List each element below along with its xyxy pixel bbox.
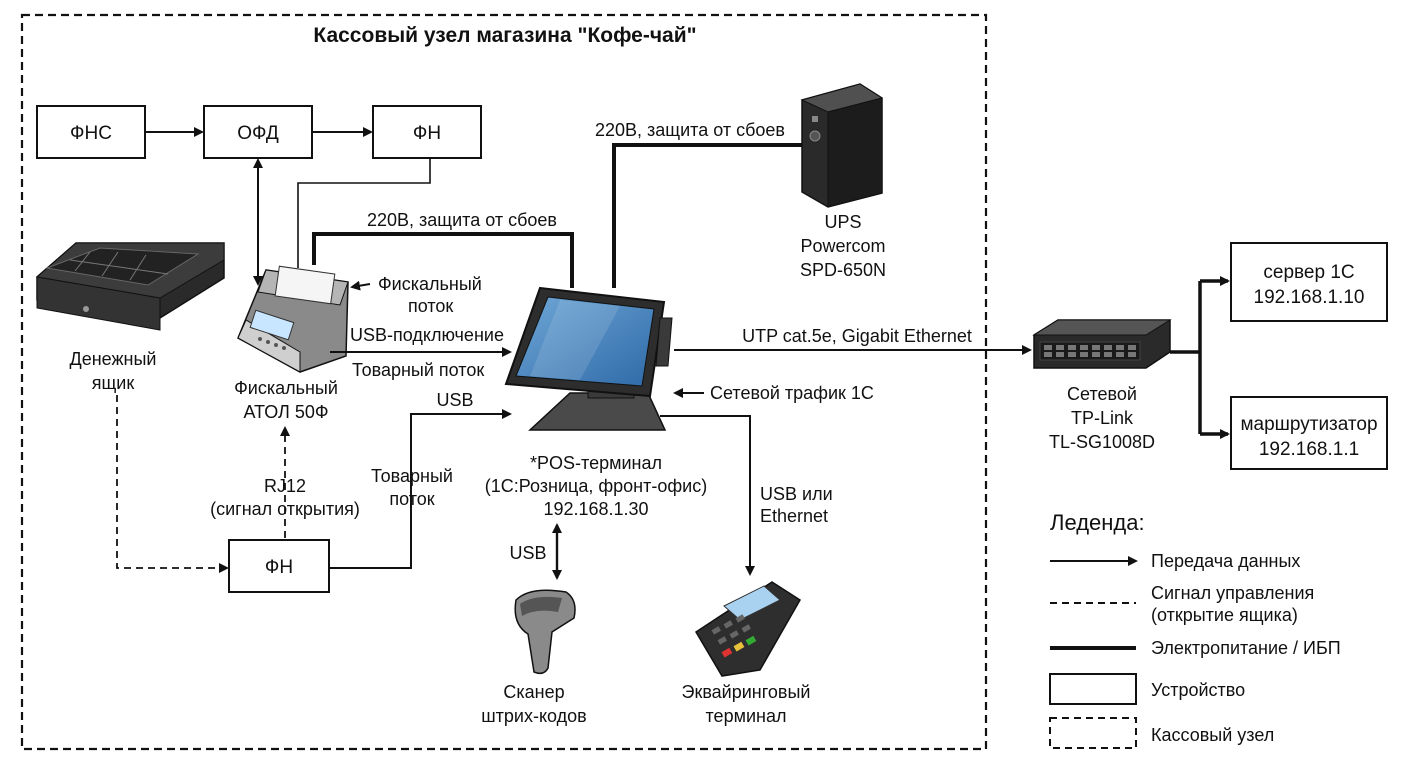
server-box — [1230, 242, 1388, 322]
goods-flow-fn-label-1: Товарный — [371, 466, 453, 486]
switch-label-1: Сетевой — [1067, 384, 1137, 404]
acquiring-label-1: Эквайринговый — [682, 682, 811, 702]
rj12-label-1: RJ12 — [264, 476, 306, 496]
power-ups-pos-label: 220В, защита от сбоев — [595, 120, 785, 140]
fns-box-label: ФНС — [70, 123, 112, 144]
printer-label-2: АТОЛ 50Ф — [243, 402, 328, 422]
fn-top-box-label: ФН — [413, 123, 441, 144]
dashed-drawer-fn — [116, 395, 229, 573]
arrow-fiscal-flow — [350, 280, 371, 291]
power-pos-printer-label: 220В, защита от сбоев — [367, 210, 557, 230]
arrow-fn-pos — [329, 409, 512, 569]
barcode-scanner-icon — [514, 589, 576, 675]
router-box-label-2: 192.168.1.1 — [1259, 439, 1359, 460]
goods-flow-fn-label-2: поток — [389, 489, 434, 509]
legend-box-sample — [1049, 673, 1137, 705]
power-ups-pos — [612, 143, 804, 288]
goods-flow-label: Товарный поток — [352, 360, 484, 380]
usb-connection-label: USB-подключение — [350, 325, 504, 345]
rj12-label-2: (сигнал открытия) — [210, 499, 360, 519]
cash-node-boundary — [20, 13, 988, 751]
usb-or-eth-label-2: Ethernet — [760, 506, 828, 526]
server-box-label-1: сервер 1С — [1263, 262, 1354, 283]
arrow-pos-acquiring — [660, 415, 755, 576]
legend-item-device: Устройство — [1151, 680, 1245, 700]
uplink-label: UTP cat.5e, Gigabit Ethernet — [742, 326, 972, 346]
ups-label-3: SPD-650N — [800, 260, 886, 280]
fn-bottom-box — [228, 539, 330, 593]
line-fn-printer — [297, 158, 431, 268]
ups-label-1: UPS — [824, 212, 861, 232]
legend-title: Леденда: — [1050, 510, 1145, 535]
switch-label-3: TL-SG1008D — [1049, 432, 1155, 452]
router-box-label-1: маршрутизатор — [1240, 414, 1377, 435]
fn-bottom-box-label: ФН — [265, 557, 293, 578]
pos-label-2: (1С:Розница, фронт-офис) — [485, 476, 707, 496]
power-pos-printer — [312, 232, 574, 288]
usb-or-eth-label-1: USB или — [760, 484, 833, 504]
pos-terminal-icon — [504, 286, 673, 431]
fn-top-box — [372, 105, 482, 159]
ups-icon — [800, 83, 884, 208]
legend-item-control-2: (открытие ящика) — [1151, 605, 1298, 625]
cash-drawer-label-1: Денежный — [70, 349, 157, 369]
scanner-label-1: Сканер — [503, 682, 564, 702]
ups-label-2: Powercom — [800, 236, 885, 256]
acquiring-terminal-icon — [694, 581, 802, 677]
legend-dashed-box-sample — [1049, 717, 1137, 749]
diagram-title: Кассовый узел магазина "Кофе-чай" — [313, 24, 696, 47]
router-box — [1230, 396, 1388, 470]
acquiring-label-2: терминал — [706, 706, 787, 726]
fiscal-flow-label-2: поток — [408, 296, 453, 316]
legend: Леденда: Передача данных Сигнал управлен… — [1049, 510, 1341, 749]
ofd-box-label: ОФД — [237, 123, 279, 144]
cash-drawer-label-2: ящик — [92, 373, 135, 393]
legend-item-power: Электропитание / ИБП — [1151, 638, 1341, 658]
pos-label-1: *POS-терминал — [530, 453, 662, 473]
legend-item-cash-node: Кассовый узел — [1151, 725, 1274, 745]
legend-item-control-1: Сигнал управления — [1151, 583, 1314, 603]
fiscal-flow-label-1: Фискальный — [378, 274, 482, 294]
ofd-box — [203, 105, 313, 159]
network-switch-icon — [1032, 319, 1172, 369]
switch-label-2: TP-Link — [1071, 408, 1134, 428]
usb-fn-label: USB — [436, 390, 473, 410]
cash-drawer-icon — [35, 242, 225, 331]
scanner-label-2: штрих-кодов — [481, 706, 587, 726]
pos-label-3: 192.168.1.30 — [543, 499, 648, 519]
legend-item-data-transfer: Передача данных — [1151, 551, 1300, 571]
usb-scanner-label: USB — [509, 543, 546, 563]
fiscal-printer-icon — [237, 265, 349, 373]
network-1c-label: Сетевой трафик 1С — [710, 383, 874, 403]
server-box-label-2: 192.168.1.10 — [1254, 287, 1365, 308]
printer-label-1: Фискальный — [234, 378, 338, 398]
